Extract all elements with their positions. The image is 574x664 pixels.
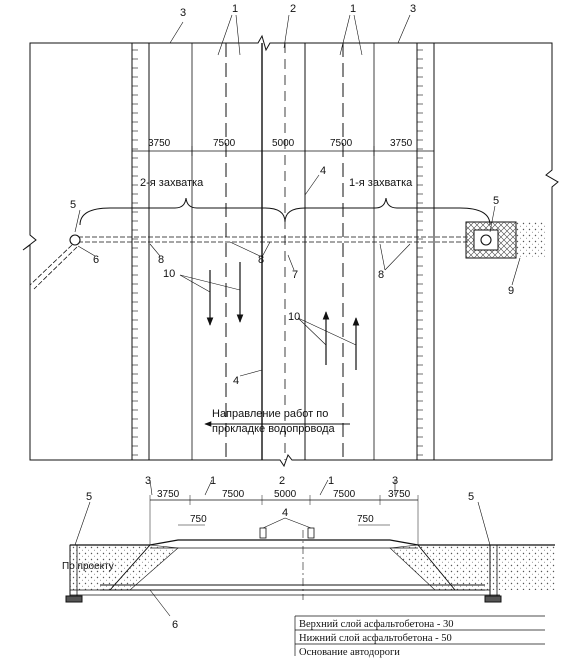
plan-labels: 3 1 2 1 3 3750 7500 5000 7500 3750 4 2-я… — [70, 3, 514, 435]
callout-7: 7 — [292, 269, 298, 281]
callout-5-right: 5 — [493, 195, 499, 207]
callout-3-left: 3 — [180, 7, 186, 19]
section-callout-1-left: 1 — [210, 475, 216, 487]
callout-8-left: 8 — [158, 254, 164, 266]
section-dim-5: 3750 — [388, 489, 411, 500]
callout-1-right: 1 — [350, 3, 356, 15]
legend-bottom-layer: Нижний слой асфальтобетона - 50 — [299, 633, 452, 644]
callout-4-top: 4 — [320, 165, 326, 177]
direction-line-2: прокладке водопровода — [212, 423, 336, 435]
design-level-label: По проекту — [62, 561, 114, 572]
plan-view — [22, 14, 559, 468]
callout-10-left: 10 — [163, 268, 175, 280]
section-callout-3-left: 3 — [145, 475, 151, 487]
callout-4-bottom: 4 — [233, 375, 239, 387]
section-dim-3: 5000 — [274, 489, 297, 500]
plan-dim-1: 3750 — [148, 138, 171, 149]
section-dim-1: 3750 — [157, 489, 180, 500]
legend-base: Основание автодороги — [299, 647, 400, 658]
section-edge-dim-left: 750 — [190, 514, 207, 525]
callout-10-right: 10 — [288, 311, 300, 323]
direction-line-1: Направление работ по — [212, 408, 328, 420]
plan-dim-4: 7500 — [330, 138, 353, 149]
section-dim-2: 7500 — [222, 489, 245, 500]
callout-1-left: 1 — [232, 3, 238, 15]
legend-top-layer: Верхний слой асфальтобетона - 30 — [299, 619, 453, 630]
section-callout-3-right: 3 — [392, 475, 398, 487]
stage-2-label: 2-я захватка — [140, 177, 204, 189]
callout-6: 6 — [93, 254, 99, 266]
section-callout-4: 4 — [282, 507, 288, 519]
section-callout-2: 2 — [279, 475, 285, 487]
callout-9: 9 — [508, 285, 514, 297]
section-callout-6: 6 — [172, 619, 178, 631]
section-edge-dim-right: 750 — [357, 514, 374, 525]
callout-3-right: 3 — [410, 3, 416, 15]
section-labels: 5 5 3 1 2 1 3 3750 7500 5000 7500 3750 7… — [62, 475, 474, 658]
plan-dim-5: 3750 — [390, 138, 413, 149]
section-callout-1-right: 1 — [328, 475, 334, 487]
plan-dim-2: 7500 — [213, 138, 236, 149]
callout-8-right: 8 — [378, 269, 384, 281]
section-callout-5-right: 5 — [468, 491, 474, 503]
section-dim-4: 7500 — [333, 489, 356, 500]
plan-dim-3: 5000 — [272, 138, 295, 149]
section-callout-5-left: 5 — [86, 491, 92, 503]
stage-1-label: 1-я захватка — [349, 177, 413, 189]
callout-2: 2 — [290, 3, 296, 15]
callout-5-left: 5 — [70, 199, 76, 211]
callout-8-center: 8 — [258, 254, 264, 266]
cross-section — [65, 479, 555, 656]
